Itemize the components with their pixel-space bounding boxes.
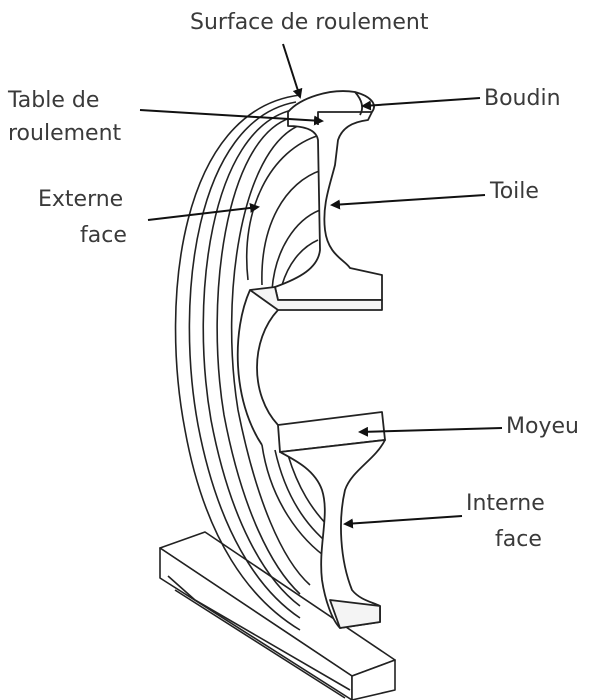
label-interne-face-line1: Interne <box>466 489 545 519</box>
label-table-de-roulement-line2: roulement <box>8 119 121 149</box>
label-interne-face-line2: face <box>495 525 542 555</box>
arrow-surface <box>283 44 300 97</box>
label-surface-de-roulement: Surface de roulement <box>190 8 428 38</box>
label-moyeu: Moyeu <box>506 412 579 442</box>
label-externe-face-line1: Externe <box>38 185 123 215</box>
arrow-externe <box>148 207 258 220</box>
arrow-toile <box>332 195 485 205</box>
label-table-de-roulement-line1: Table de <box>8 86 99 116</box>
label-boudin: Boudin <box>484 84 561 114</box>
label-externe-face-line2: face <box>80 221 127 251</box>
arrow-interne <box>345 516 462 524</box>
label-toile: Toile <box>490 177 539 207</box>
arrow-boudin <box>363 98 480 106</box>
